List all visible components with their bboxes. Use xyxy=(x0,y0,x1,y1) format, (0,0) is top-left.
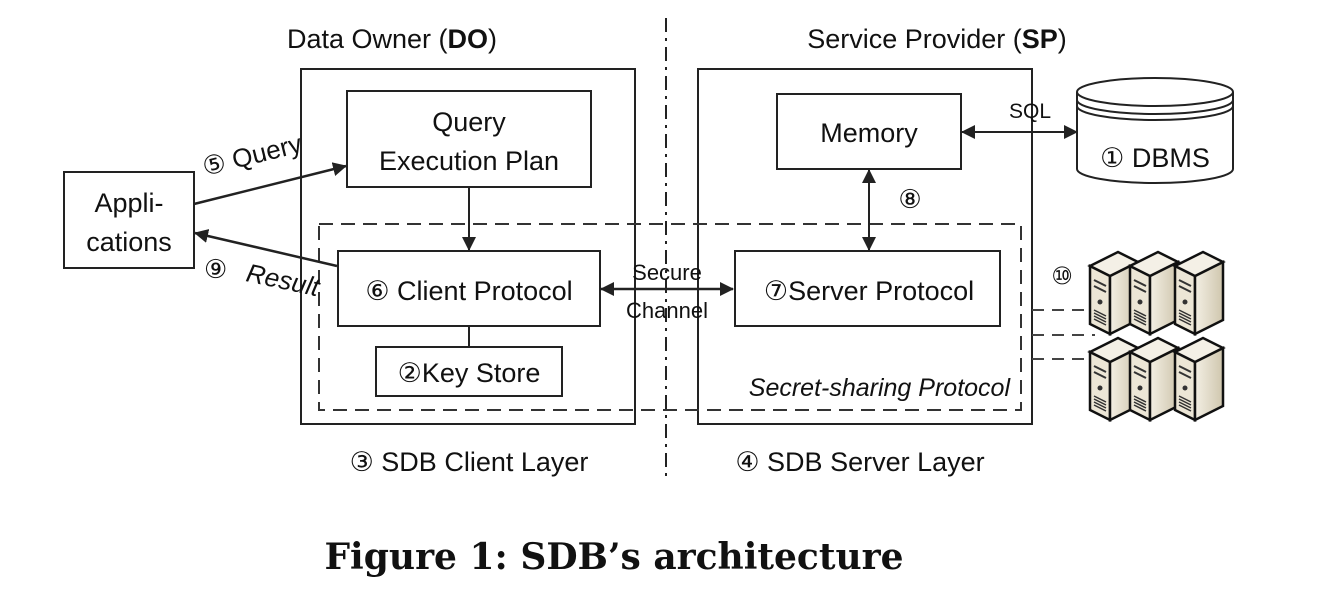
qep-label-2: Execution Plan xyxy=(379,146,559,176)
server-cluster xyxy=(1087,250,1226,423)
memory-label: Memory xyxy=(820,118,918,148)
result-label: Result xyxy=(244,258,324,303)
secret-sharing-region xyxy=(318,223,1022,411)
query-execution-plan-node[interactable] xyxy=(346,90,592,188)
query-label: ⑤ Query xyxy=(199,128,305,182)
result-arrow xyxy=(194,229,338,268)
server-layer-label: ④ SDB Server Layer xyxy=(735,447,984,477)
server-layer-box xyxy=(697,68,1033,425)
applications-node[interactable] xyxy=(63,171,195,269)
server-protocol-label: ⑦Server Protocol xyxy=(764,276,974,306)
query-arrow xyxy=(193,162,347,206)
key-store-node[interactable] xyxy=(375,346,563,397)
applications-label-1: Appli- xyxy=(94,188,163,218)
secret-sharing-label: Secret-sharing Protocol xyxy=(749,374,1012,402)
sql-label: SQL xyxy=(1009,100,1051,123)
qep-label-1: Query xyxy=(432,107,506,137)
dbms-label: ① DBMS xyxy=(1100,143,1210,173)
server-protocol-node[interactable] xyxy=(734,250,1001,327)
server-icon xyxy=(1127,336,1181,423)
dbms-node[interactable] xyxy=(1076,77,1234,184)
result-number: ⑨ xyxy=(204,254,227,284)
service-provider-header: Service Provider (SP) xyxy=(807,24,1067,54)
server-icon xyxy=(1172,336,1226,423)
memory-server-marker: ⑧ xyxy=(898,184,921,214)
data-owner-header: Data Owner (DO) xyxy=(287,24,497,54)
client-layer-label: ③ SDB Client Layer xyxy=(350,447,589,477)
server-icon xyxy=(1172,250,1226,337)
figure-caption: Figure 1: SDB’s architecture xyxy=(324,536,904,578)
channel-label: Channel xyxy=(626,298,708,323)
secure-label: Secure xyxy=(632,260,702,285)
applications-label-2: cations xyxy=(86,227,172,257)
key-store-label: ②Key Store xyxy=(398,358,541,388)
client-protocol-label: ⑥ Client Protocol xyxy=(365,276,572,306)
server-icon xyxy=(1127,250,1181,337)
client-layer-box xyxy=(300,68,636,425)
servers-marker: ⑩ xyxy=(1051,263,1073,290)
